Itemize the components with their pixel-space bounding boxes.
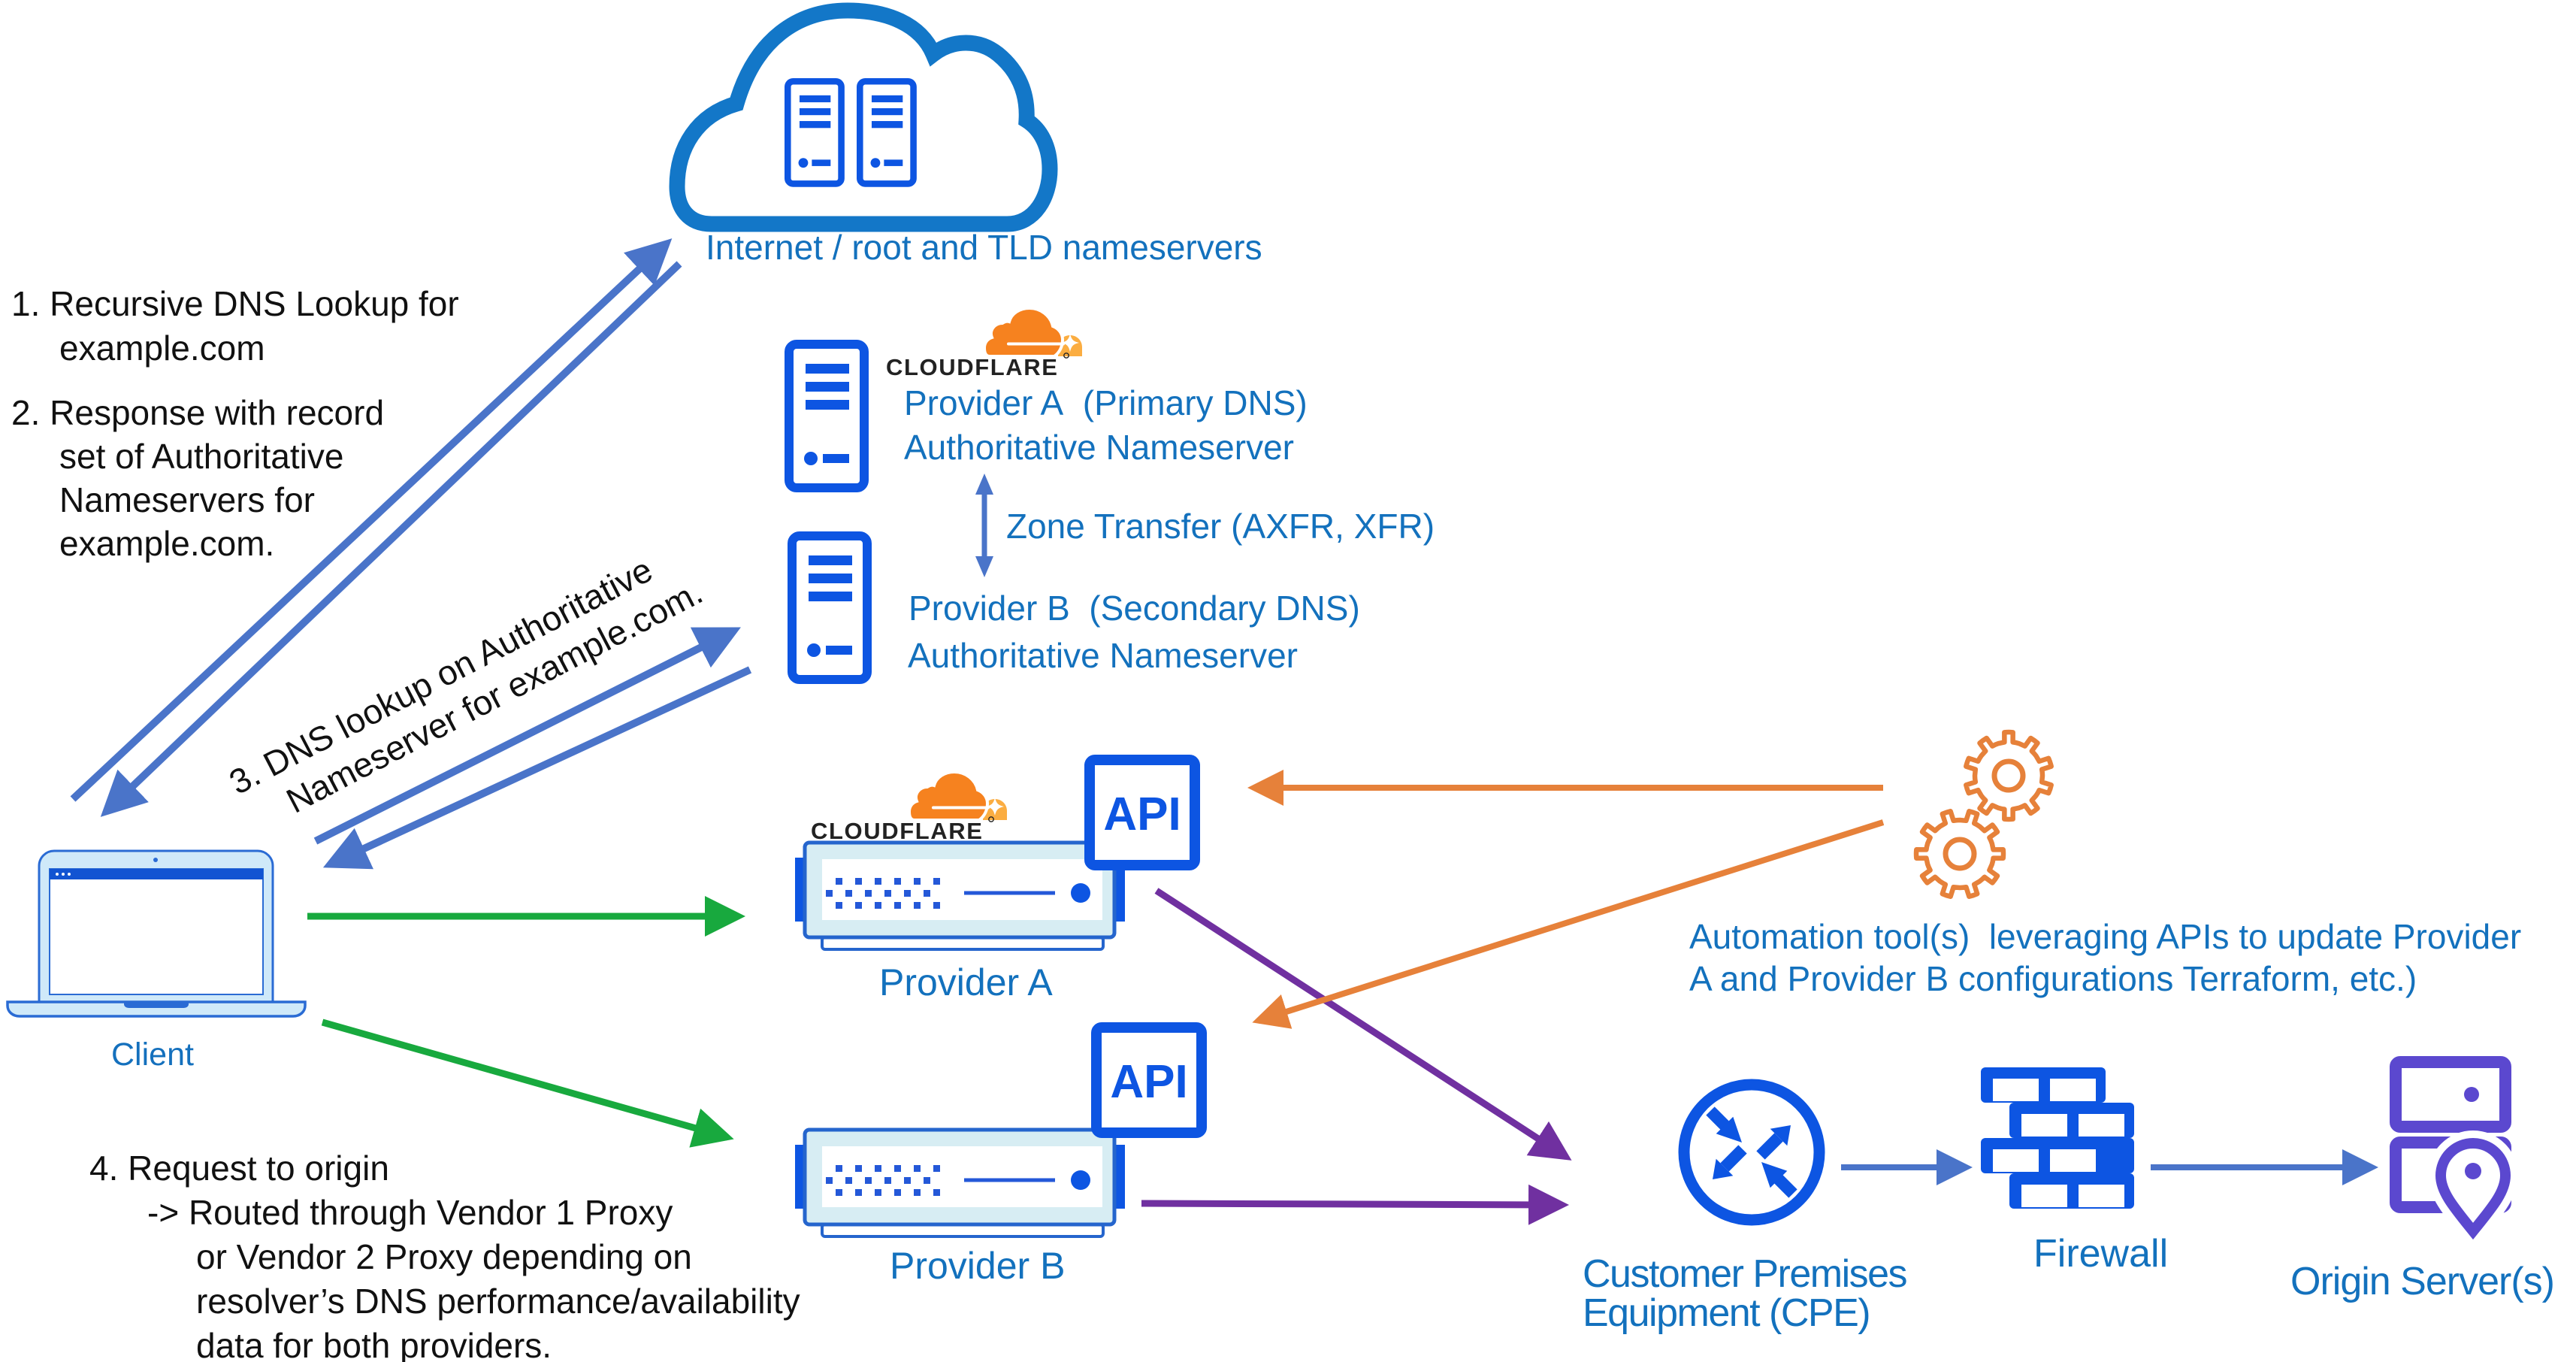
svg-text:Authoritative Nameserver: Authoritative Nameserver [908,636,1298,675]
svg-text:Equipment (CPE): Equipment (CPE) [1583,1291,1870,1335]
svg-text:A and Provider B configuration: A and Provider B configurations Terrafor… [1689,959,2417,998]
svg-text:Provider B: Provider B [890,1245,1065,1287]
svg-text:2. Response with record: 2. Response with record [11,393,384,432]
svg-text:or Vendor 2 Proxy depending on: or Vendor 2 Proxy depending on [196,1237,692,1276]
svg-text:data for both providers.: data for both providers. [196,1326,552,1362]
svg-text:example.com: example.com [59,328,265,368]
svg-text:Nameservers for: Nameservers for [59,480,315,519]
svg-text:Zone Transfer (AXFR, XFR): Zone Transfer (AXFR, XFR) [1006,507,1435,546]
svg-text:4. Request to origin: 4. Request to origin [89,1149,389,1188]
svg-text:-> Routed through Vendor 1 Pro: -> Routed through Vendor 1 Proxy [147,1193,673,1232]
svg-text:example.com.: example.com. [59,524,274,563]
svg-text:3. DNS lookup on Authoritative: 3. DNS lookup on Authoritative [223,549,659,801]
svg-text:Customer Premises: Customer Premises [1583,1252,1907,1296]
svg-text:Internet / root and TLD namese: Internet / root and TLD nameservers [706,228,1262,267]
svg-text:Client: Client [111,1037,194,1073]
svg-text:Provider A: Provider A [879,961,1053,1003]
svg-text:set of Authoritative: set of Authoritative [59,437,343,476]
svg-text:Firewall: Firewall [2033,1232,2168,1276]
svg-text:Provider A (Primary DNS): Provider A (Primary DNS) [904,383,1308,422]
svg-text:Automation tool(s) leveraging: Automation tool(s) leveraging APIs to up… [1689,917,2521,956]
svg-text:Authoritative Nameserver: Authoritative Nameserver [904,428,1294,467]
svg-text:Provider B (Secondary DNS): Provider B (Secondary DNS) [909,589,1360,628]
svg-text:Origin Server(s): Origin Server(s) [2290,1260,2554,1303]
svg-text:1. Recursive DNS Lookup for: 1. Recursive DNS Lookup for [11,284,459,323]
svg-text:resolver’s DNS performance/ava: resolver’s DNS performance/availability [196,1282,800,1321]
svg-text:Nameserver for example.com.: Nameserver for example.com. [280,572,709,821]
